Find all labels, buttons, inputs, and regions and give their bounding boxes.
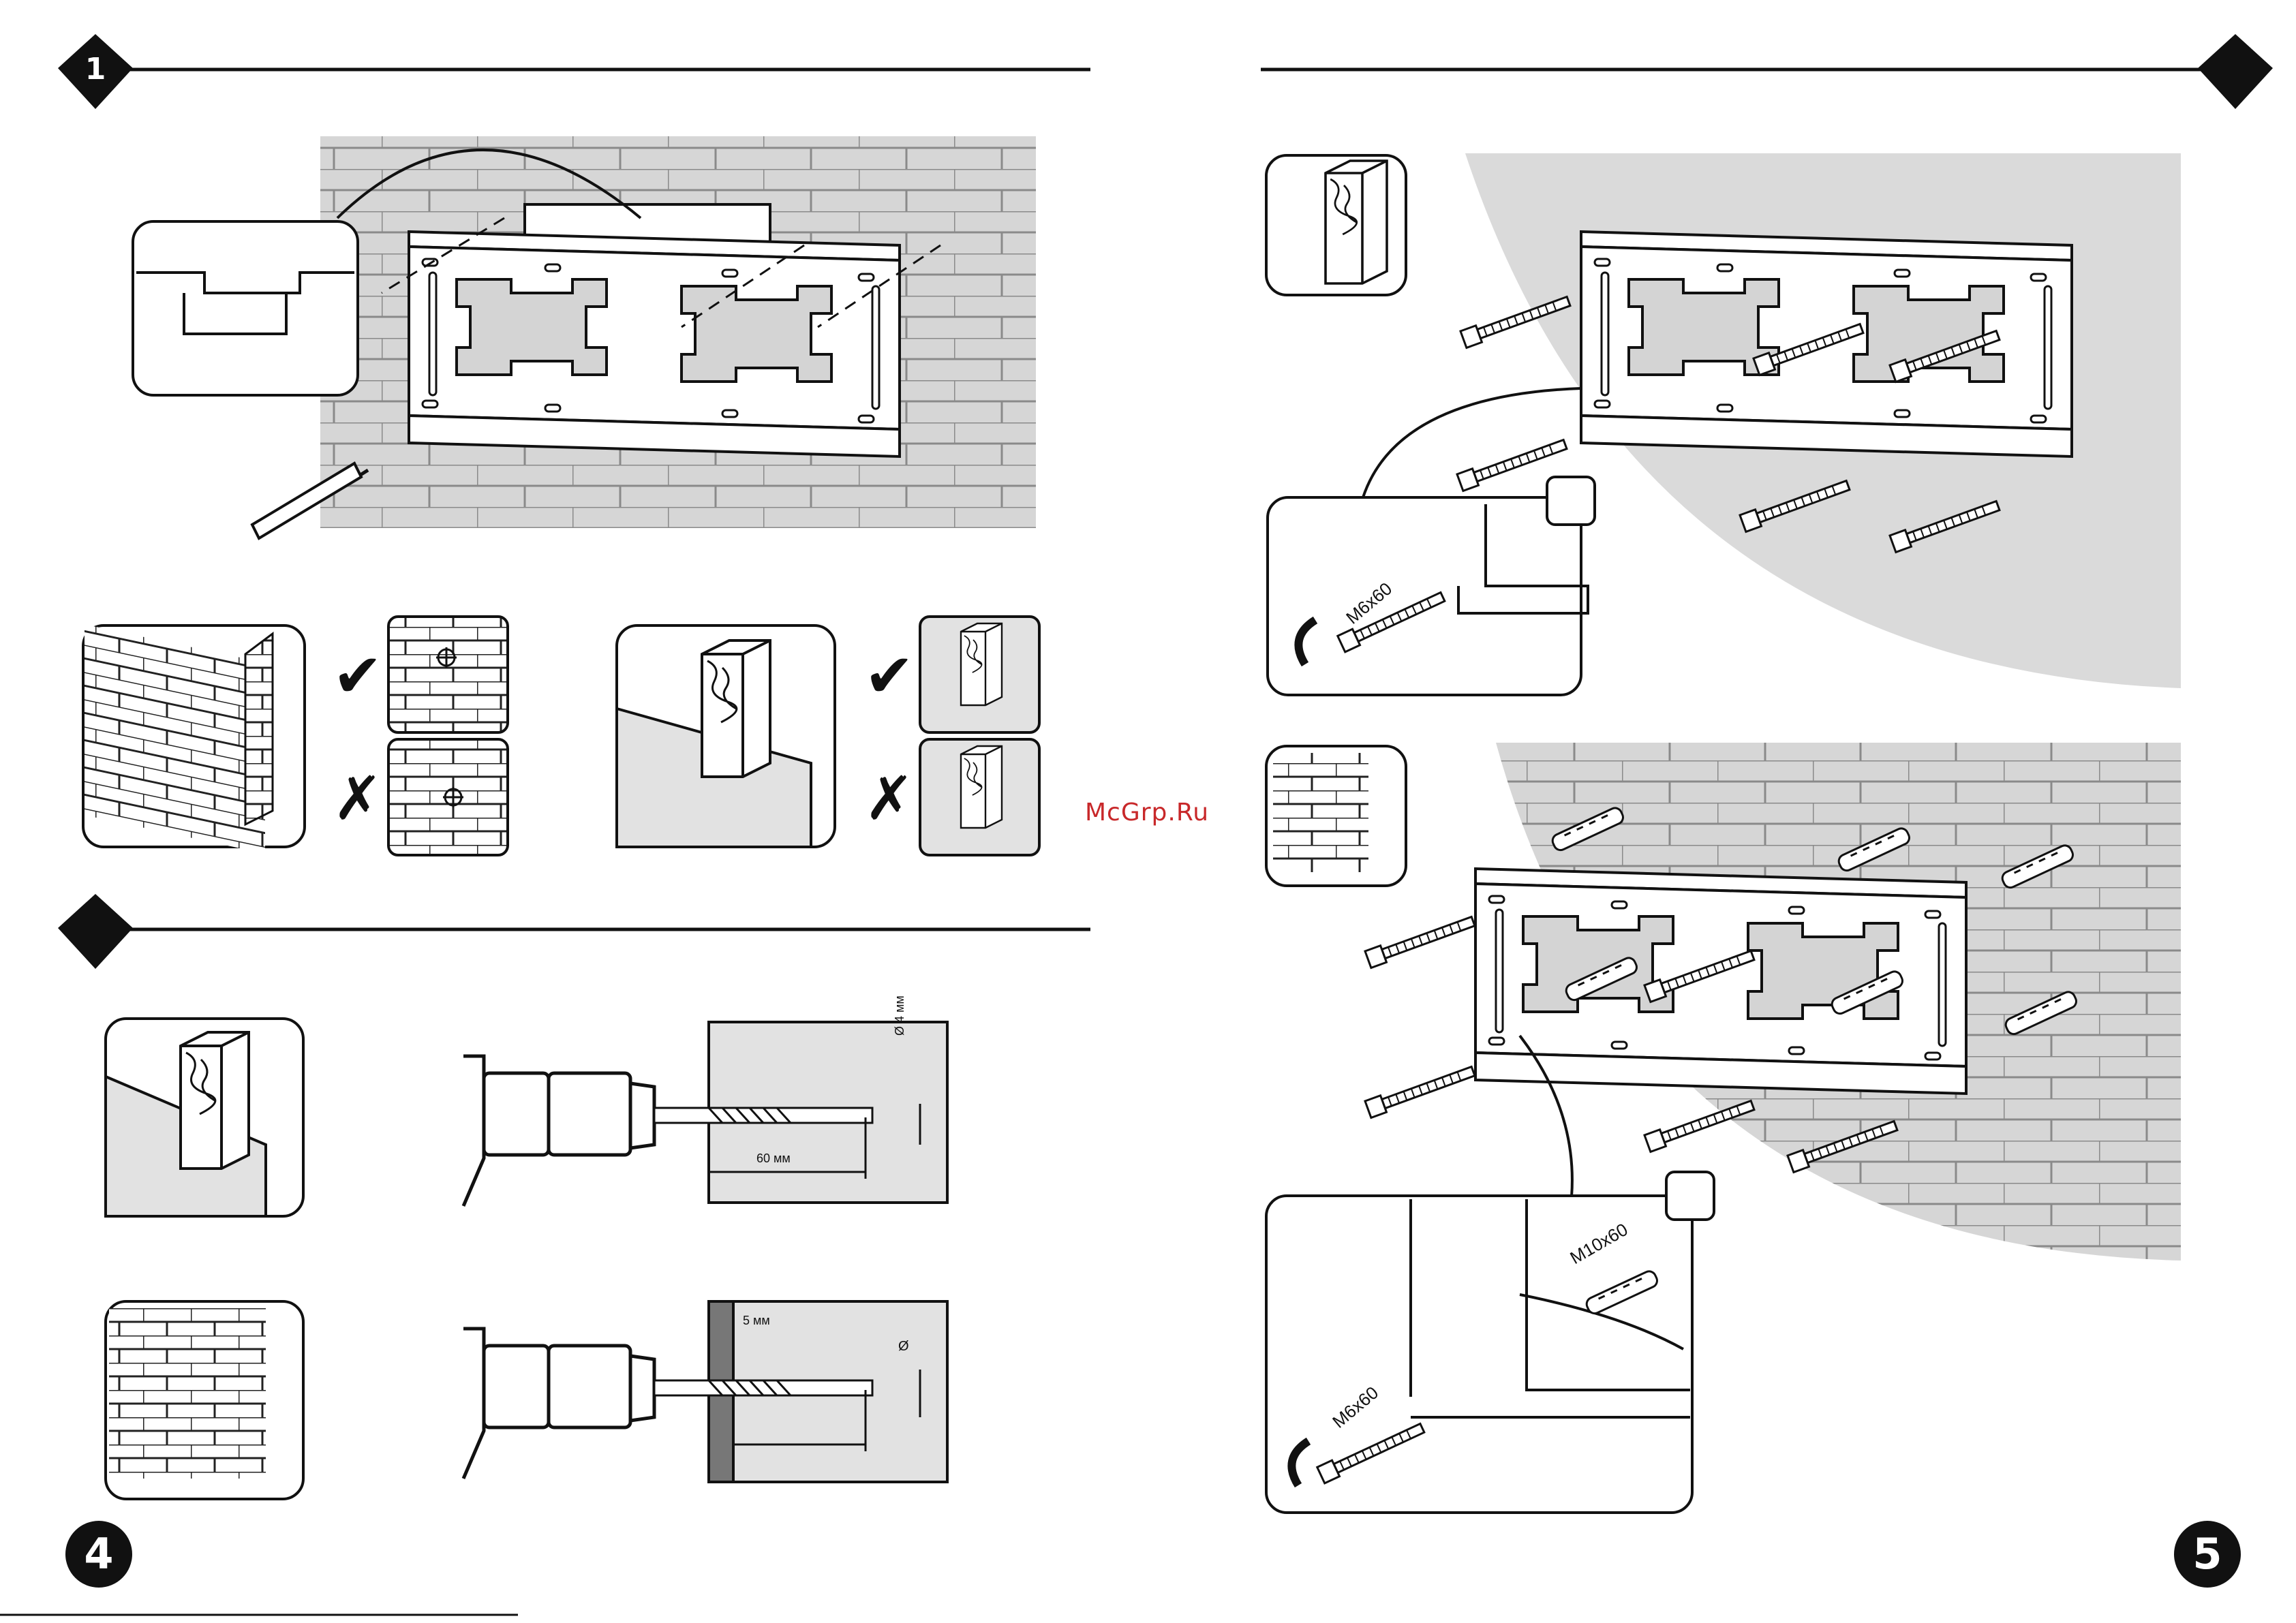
check-wood-correct bbox=[920, 617, 1039, 732]
drill-diagram-brick bbox=[463, 1301, 947, 1482]
drill-diameter-bottom: Ø bbox=[898, 1339, 909, 1355]
check-brick-wrong bbox=[388, 739, 508, 855]
right-header bbox=[1261, 34, 2273, 109]
cross-mark-icon-2: ✗ bbox=[864, 769, 915, 829]
drill-offset-bottom: 5 мм bbox=[743, 1314, 770, 1328]
step-2-header bbox=[58, 894, 1090, 969]
check-brick-correct bbox=[388, 617, 508, 732]
surface-type-brick bbox=[83, 624, 305, 853]
drill-diagram-wood bbox=[463, 1022, 947, 1206]
surface-type-wood bbox=[617, 625, 835, 847]
drill-brick-panel bbox=[106, 1301, 303, 1499]
watermark: McGrp.Ru bbox=[1085, 799, 1209, 826]
drill-depth-top: 60 мм bbox=[756, 1151, 791, 1166]
drill-diameter-top: Ø 4 мм bbox=[893, 995, 907, 1036]
wood-mount-illustration bbox=[1266, 153, 2181, 695]
step-number: 1 bbox=[76, 50, 114, 89]
cross-mark-icon: ✗ bbox=[333, 769, 383, 829]
page-number-right: 5 bbox=[2174, 1521, 2241, 1588]
check-mark-icon-2: ✔ bbox=[864, 646, 915, 706]
step-1-header bbox=[58, 34, 1090, 109]
check-mark-icon: ✔ bbox=[333, 646, 383, 706]
bracket-marking-illustration bbox=[133, 136, 1036, 538]
brick-mount-illustration bbox=[1266, 743, 2181, 1513]
page-number-left: 4 bbox=[65, 1521, 132, 1588]
check-wood-wrong bbox=[920, 739, 1039, 855]
drill-wood-panel bbox=[106, 1019, 303, 1216]
